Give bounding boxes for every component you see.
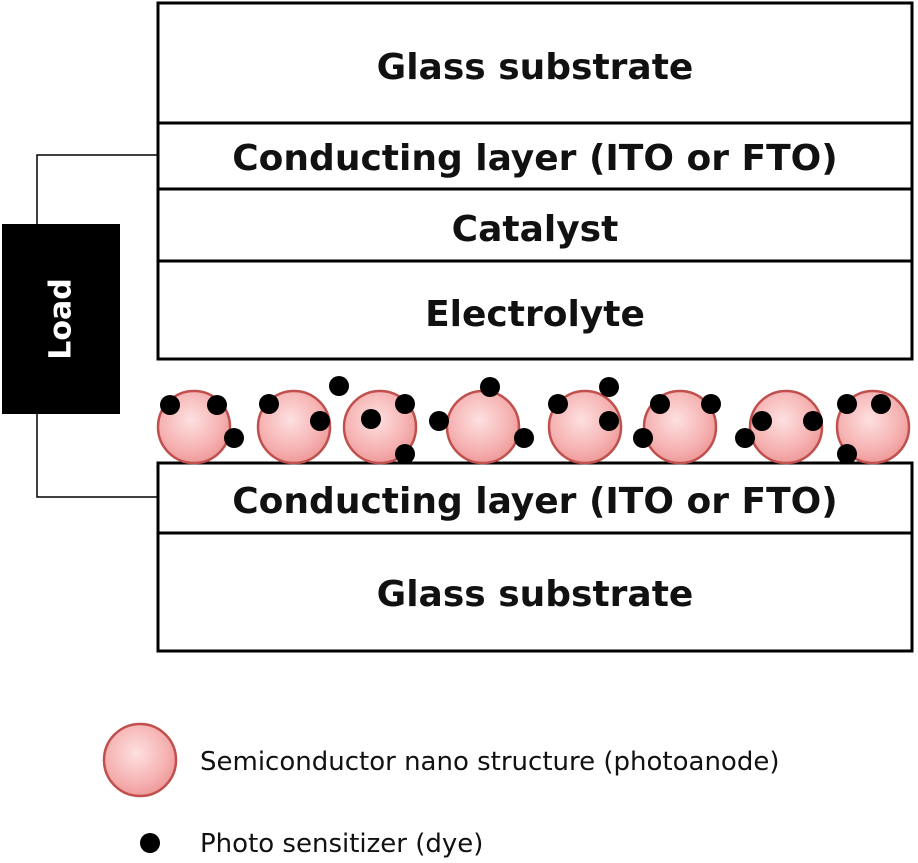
dye-dot [735,428,755,448]
dye-dot [633,428,653,448]
dye-dot [599,377,619,397]
legend-nanostructure-label: Semiconductor nano structure (photoanode… [200,747,779,777]
nanoparticle [445,389,521,465]
legend: Semiconductor nano structure (photoanode… [102,722,779,859]
legend-dye-swatch [140,833,160,853]
dye-dot [207,395,227,415]
top-glass-layer [156,1,914,125]
top-electrode-stack: Glass substrate Conducting layer (ITO or… [156,1,914,361]
dye-dot [701,394,721,414]
legend-dye-label: Photo sensitizer (dye) [200,829,483,859]
dye-dot [514,428,534,448]
dye-dot [480,377,500,397]
bottom-glass-layer [156,531,914,653]
electrolyte-layer [156,259,914,361]
catalyst-label: Catalyst [452,209,619,250]
bottom-glass-label: Glass substrate [377,574,694,615]
bottom-conducting-label: Conducting layer (ITO or FTO) [232,481,837,522]
load-box [2,224,120,414]
dye-dot [361,409,381,429]
dye-dot [429,411,449,431]
dye-dot [837,444,857,464]
dye-dot [395,394,415,414]
dye-dot [395,444,415,464]
circuit-wires [36,154,158,498]
load-label: Load [44,278,79,359]
dye-dot [310,411,330,431]
top-conducting-layer [156,121,914,191]
dye-molecules [160,376,891,464]
top-conducting-label: Conducting layer (ITO or FTO) [232,138,837,179]
load: Load [2,224,120,414]
dye-dot [548,394,568,414]
dye-dot [329,376,349,396]
nanoparticle [748,389,824,465]
dye-dot [837,394,857,414]
dye-dot [599,411,619,431]
legend-nanoparticle-swatch [102,722,178,798]
dye-dot [160,395,180,415]
dye-dot [650,394,670,414]
dye-dot [224,428,244,448]
nanoparticle [547,389,623,465]
dye-dot [871,394,891,414]
top-wire [36,154,158,225]
dye-dot [259,394,279,414]
bottom-electrode-stack: Conducting layer (ITO or FTO) Glass subs… [156,461,914,653]
dye-dot [803,411,823,431]
dye-dot [752,411,772,431]
bottom-wire [36,413,158,498]
top-glass-label: Glass substrate [377,47,694,88]
electrolyte-label: Electrolyte [425,294,645,335]
